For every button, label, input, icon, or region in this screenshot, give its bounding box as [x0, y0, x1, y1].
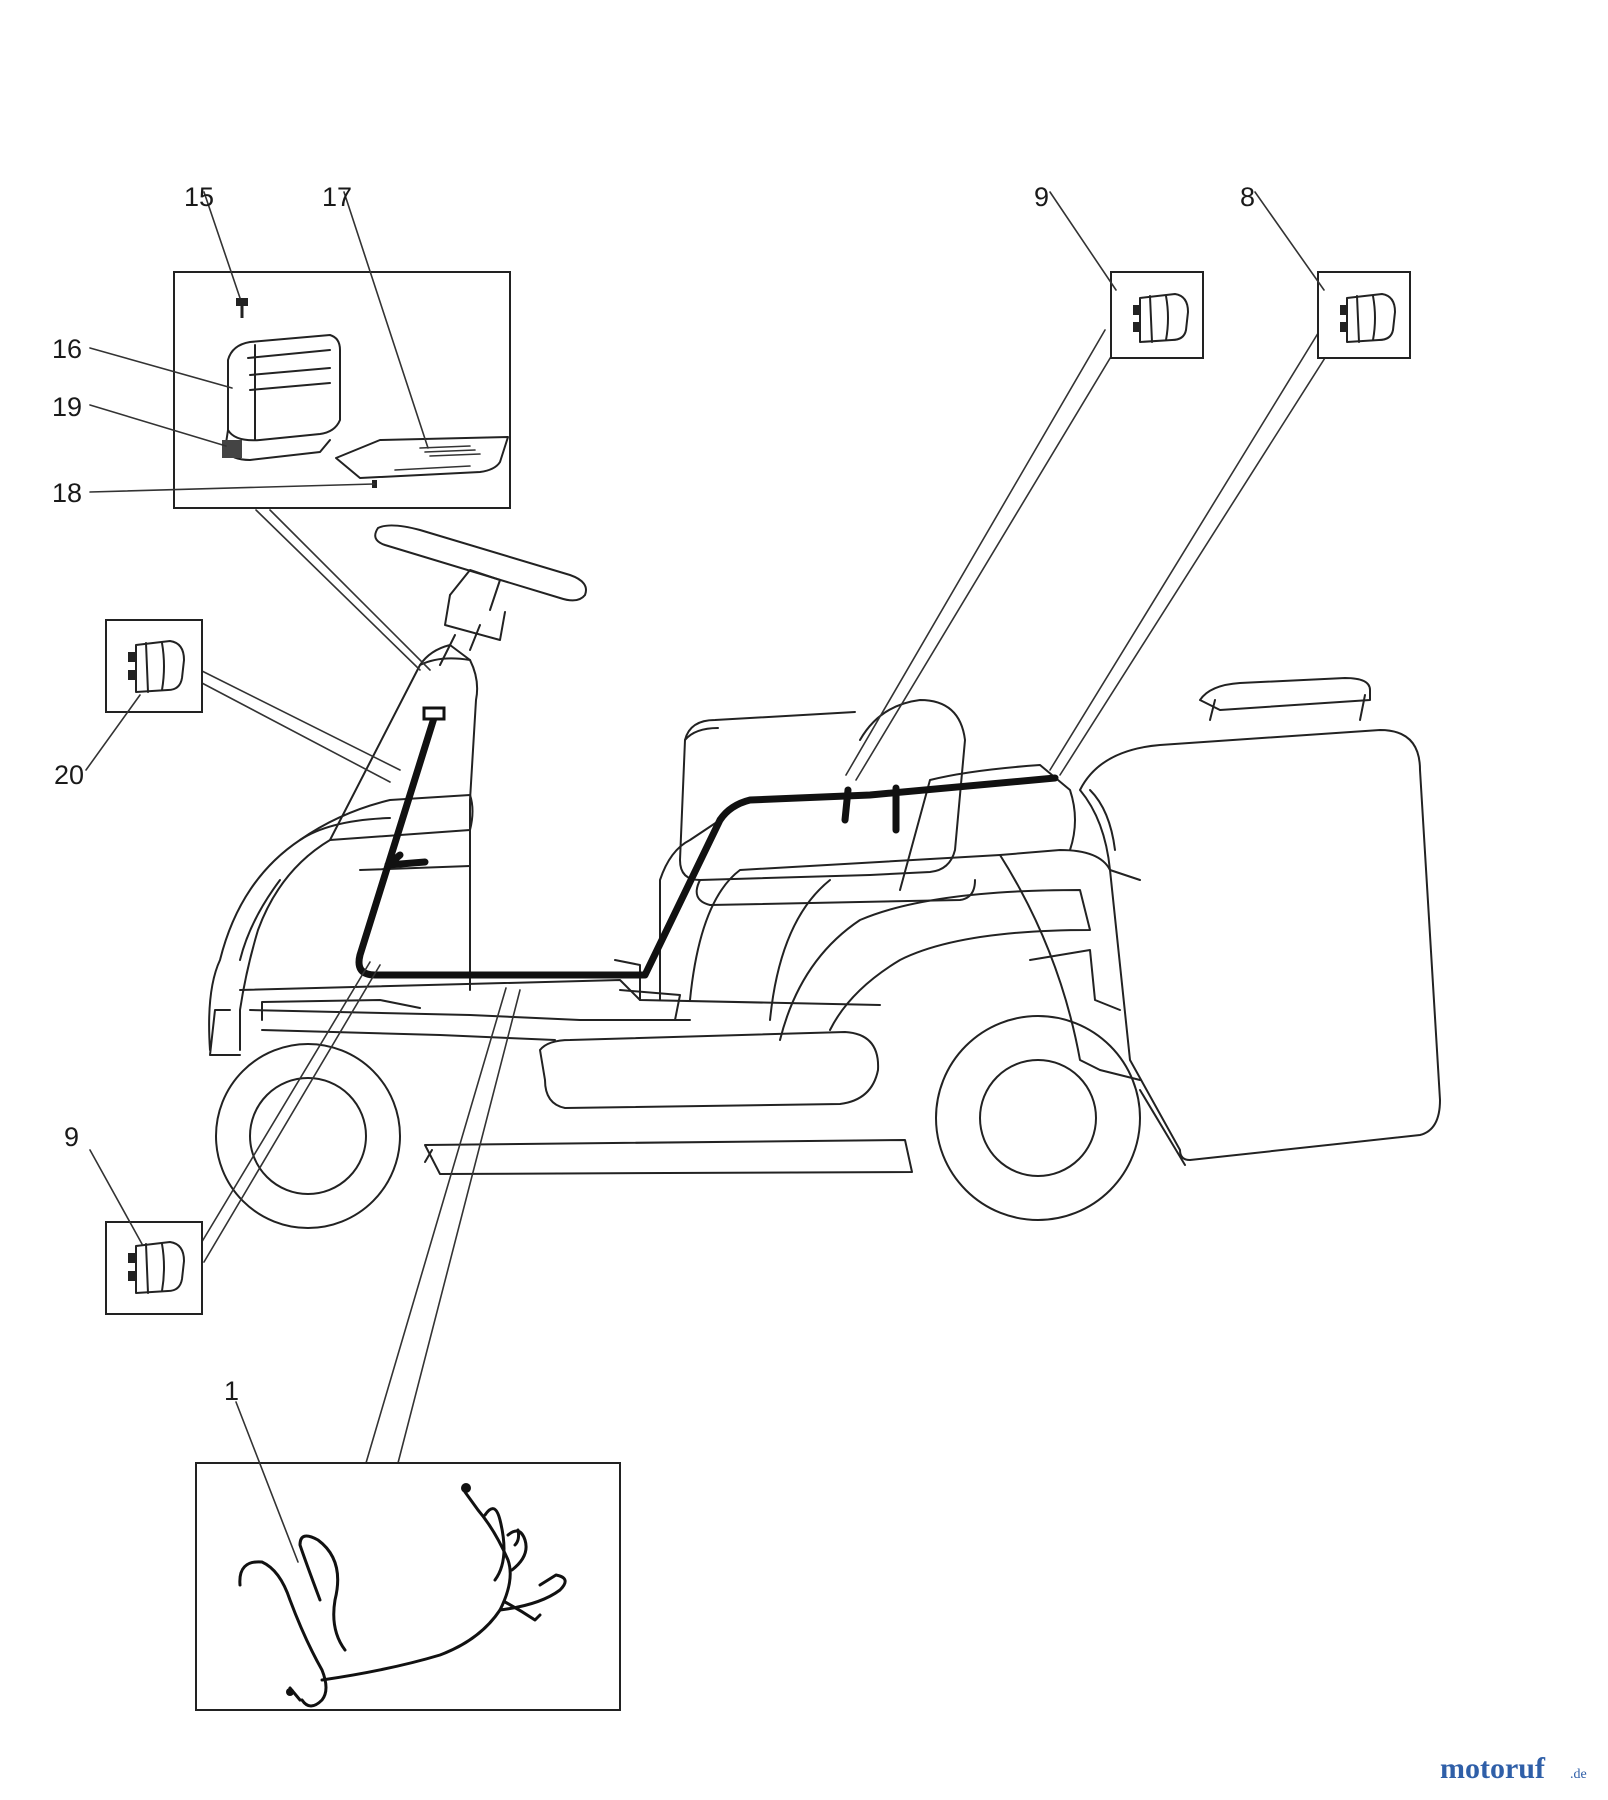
switch-connector-icon: [1133, 293, 1189, 343]
switch-detail-box-9-top: [1049, 191, 1204, 359]
callout-19: 19: [52, 392, 82, 422]
wiring-harness-icon: [238, 1483, 567, 1708]
callout-17: 17: [322, 182, 352, 212]
grass-catcher: [1079, 677, 1441, 1166]
seat: [679, 699, 976, 906]
control-module-detail-box: [89, 191, 511, 509]
callout-9-top: 9: [1034, 182, 1049, 212]
control-module-icon: [222, 334, 341, 461]
switch-connector-icon: [1340, 293, 1396, 343]
watermark-logo: motoruf .de: [1440, 1752, 1587, 1785]
callout-8: 8: [1240, 182, 1255, 212]
front-wheel: [215, 1043, 401, 1229]
leader-lines: [199, 329, 1331, 1464]
callout-15: 15: [184, 182, 214, 212]
callout-1: 1: [224, 1376, 239, 1406]
callout-18: 18: [52, 478, 82, 508]
wiring-routing: [355, 706, 1059, 979]
switch-connector-icon: [128, 640, 185, 693]
callout-20: 20: [54, 760, 84, 790]
circuit-board-icon: [335, 436, 509, 488]
callout-9-left: 9: [64, 1122, 79, 1152]
watermark-text: motoruf: [1440, 1752, 1546, 1785]
wiring-harness-detail-box: [195, 1401, 621, 1711]
switch-detail-box-20: [85, 619, 203, 771]
switch-detail-box-8: [1254, 191, 1411, 359]
callout-labels: 15 17 16 19 18 9 8 20 9 1: [52, 182, 1255, 1406]
callout-16: 16: [52, 334, 82, 364]
rear-wheel: [935, 1015, 1141, 1221]
watermark-suffix: .de: [1570, 1767, 1587, 1782]
switch-connector-icon: [128, 1241, 185, 1294]
riding-mower-outline: [208, 524, 1441, 1229]
screw-icon: [236, 298, 248, 318]
switch-detail-box-9-left: [89, 1149, 203, 1315]
